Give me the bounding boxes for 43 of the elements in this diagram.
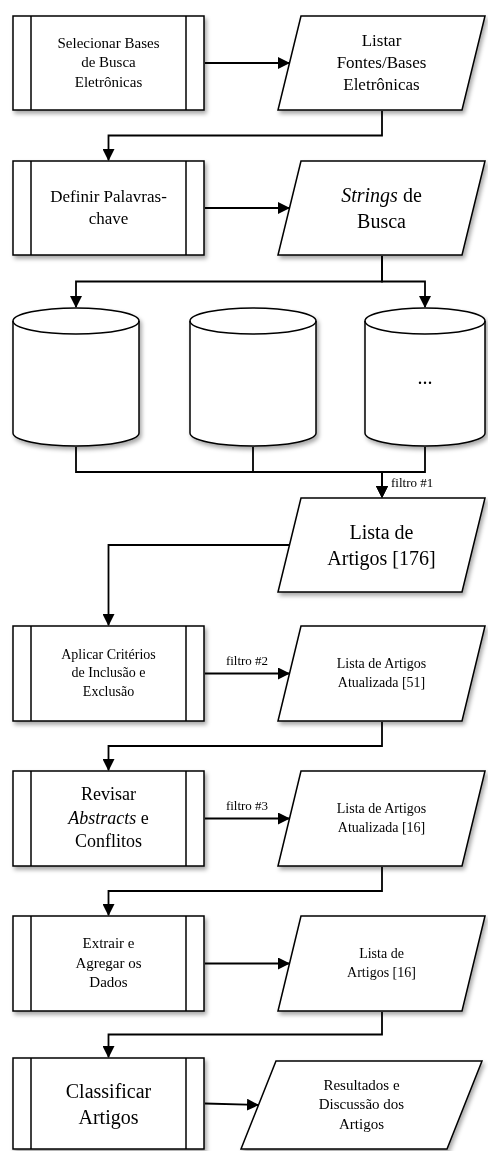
- node-label: Resultados e Discussão dos Artigos: [317, 1075, 406, 1134]
- data-parallelogram: [240, 1060, 483, 1150]
- node-label: Lista de Artigos [176]: [326, 520, 437, 571]
- node-label: Selecionar Bases de Busca Eletrônicas: [56, 33, 161, 92]
- arrow: [376, 446, 426, 498]
- node-label: Aplicar Critérios de Inclusão e Exclusão: [60, 646, 157, 701]
- node-label: Lista de Artigos Atualizada [16]: [335, 800, 428, 837]
- process-box: [12, 915, 205, 1012]
- arrow: [381, 255, 431, 308]
- data-parallelogram: [277, 497, 486, 593]
- process-box: [12, 160, 205, 256]
- arrow: [204, 1098, 259, 1111]
- database-cylinder: [189, 307, 317, 447]
- process-box: [12, 15, 205, 111]
- arrow: [204, 57, 290, 69]
- data-parallelogram: [277, 915, 486, 1012]
- process-box: [12, 1057, 205, 1150]
- node-label: Listar Fontes/Bases Eletrônicas: [335, 29, 428, 97]
- arrow: [204, 202, 290, 214]
- arrow: [204, 957, 290, 970]
- arrow: [102, 721, 383, 771]
- arrow: [102, 1011, 383, 1058]
- data-parallelogram: [277, 770, 486, 867]
- node-label: Extrair e Agregar os Dados: [74, 934, 143, 993]
- database-cylinder: [364, 307, 486, 447]
- node-label: Classificar Artigos: [64, 1078, 153, 1130]
- arrow: [204, 667, 290, 680]
- data-parallelogram: [277, 160, 486, 256]
- node-label: Lista de Artigos Atualizada [51]: [335, 655, 428, 692]
- arrow: [102, 866, 383, 916]
- node-label: ...: [417, 365, 433, 390]
- arrow: [102, 110, 383, 161]
- process-box: [12, 770, 205, 867]
- node-label: Definir Palavras-chave: [49, 185, 168, 230]
- data-parallelogram: [277, 625, 486, 722]
- arrow: [102, 544, 290, 626]
- node-label: Strings de Busca: [340, 183, 423, 234]
- process-box: [12, 625, 205, 722]
- arrow: [204, 812, 290, 825]
- node-label: Lista de Artigos [16]: [346, 945, 417, 982]
- data-parallelogram: [277, 15, 486, 111]
- node-label: Revisar Abstracts e Conflitos: [66, 783, 150, 854]
- database-cylinder: [12, 307, 140, 447]
